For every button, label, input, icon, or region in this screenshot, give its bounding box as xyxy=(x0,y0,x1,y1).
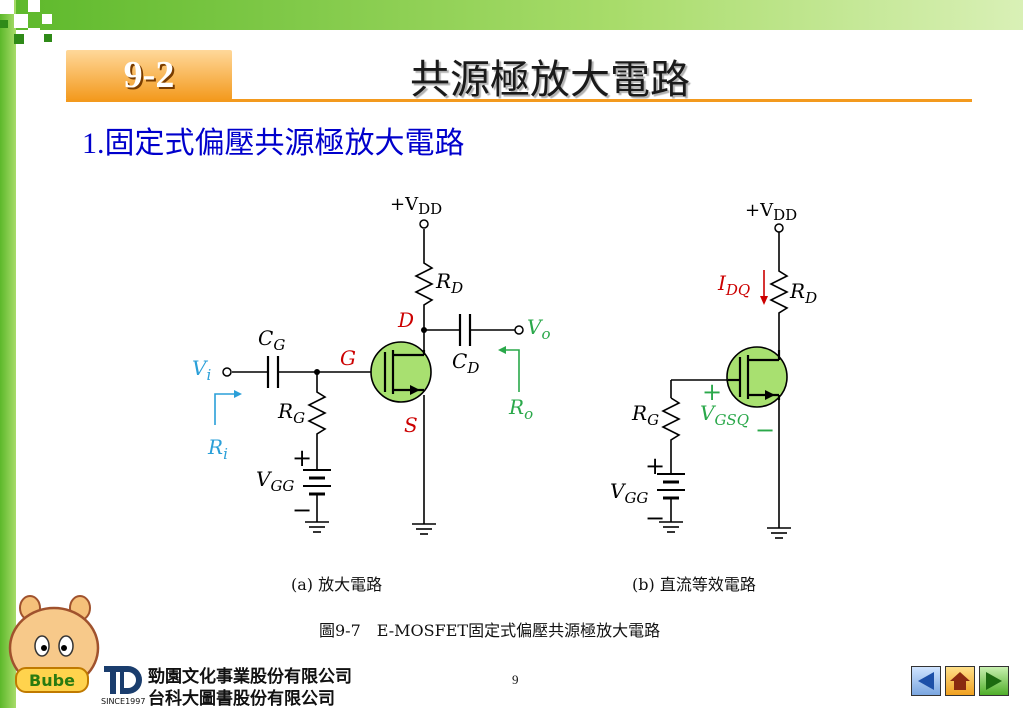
publisher-logo-icon xyxy=(104,666,142,694)
svg-text:D: D xyxy=(397,308,414,332)
svg-text:Bube: Bube xyxy=(29,671,75,690)
svg-text:−: − xyxy=(755,416,775,444)
home-button[interactable] xyxy=(945,666,975,696)
svg-text:−: − xyxy=(645,504,665,532)
corner-squares-decor xyxy=(0,0,52,44)
triangle-left-icon xyxy=(918,672,934,690)
svg-text:VGSQ: VGSQ xyxy=(700,401,749,429)
section-number: 9-2 xyxy=(123,54,175,96)
svg-text:VGG: VGG xyxy=(610,479,648,507)
svg-text:+: + xyxy=(702,378,722,406)
publisher-line2: 台科大圖書股份有限公司 xyxy=(148,689,335,709)
top-decor-bar xyxy=(0,0,1023,30)
svg-text:Ri: Ri xyxy=(207,435,228,463)
subtitle: 1.固定式偏壓共源極放大電路 xyxy=(82,118,465,162)
home-icon xyxy=(950,672,970,690)
section-number-box xyxy=(66,50,232,100)
a-rg-resistor xyxy=(307,372,327,470)
caption-b: (b) 直流等效電路 xyxy=(632,575,756,594)
svg-text:Vo: Vo xyxy=(527,315,550,343)
svg-text:+VDD: +VDD xyxy=(745,200,797,224)
svg-text:S: S xyxy=(404,413,418,437)
svg-text:+: + xyxy=(292,444,312,472)
bube-mascot-icon: Bube xyxy=(8,595,100,693)
a-ro-arrow xyxy=(502,349,520,392)
svg-text:−: − xyxy=(292,496,312,524)
svg-text:CG: CG xyxy=(258,326,285,354)
svg-text:G: G xyxy=(340,346,356,370)
subtitle-number: 1. xyxy=(82,127,105,160)
svg-text:RG: RG xyxy=(277,399,305,427)
a-ri-arrow xyxy=(214,393,236,425)
a-mosfet-arrow xyxy=(410,385,420,395)
prev-slide-button[interactable] xyxy=(911,666,941,696)
svg-text:RD: RD xyxy=(789,279,817,307)
svg-text:RG: RG xyxy=(631,401,659,429)
svg-text:CD: CD xyxy=(452,349,479,377)
svg-text:IDQ: IDQ xyxy=(717,271,750,299)
figure-caption: 圖9-7 E-MOSFET固定式偏壓共源極放大電路 xyxy=(319,621,661,640)
b-mosfet-body xyxy=(726,346,788,408)
svg-text:Vi: Vi xyxy=(192,356,211,384)
caption-a: (a) 放大電路 xyxy=(291,575,383,594)
svg-text:+: + xyxy=(645,452,665,480)
a-mosfet-body xyxy=(370,341,432,403)
svg-text:+VDD: +VDD xyxy=(390,194,442,218)
a-rd-resistor xyxy=(414,258,434,330)
triangle-right-icon xyxy=(986,672,1002,690)
svg-text:VGG: VGG xyxy=(256,467,294,495)
next-slide-button[interactable] xyxy=(979,666,1009,696)
left-decor-bar xyxy=(0,0,16,708)
page-number: 9 xyxy=(512,672,519,687)
publisher-line1: 勁園文化事業股份有限公司 xyxy=(148,667,352,687)
title-underline xyxy=(66,99,972,102)
svg-text:RD: RD xyxy=(435,269,463,297)
b-idq-arrow xyxy=(760,296,768,305)
page-title: 共源極放大電路 xyxy=(410,57,690,103)
publisher-since: SINCE1997 xyxy=(101,697,146,706)
svg-text:Ro: Ro xyxy=(508,395,533,423)
subtitle-text: 固定式偏壓共源極放大電路 xyxy=(104,126,465,161)
